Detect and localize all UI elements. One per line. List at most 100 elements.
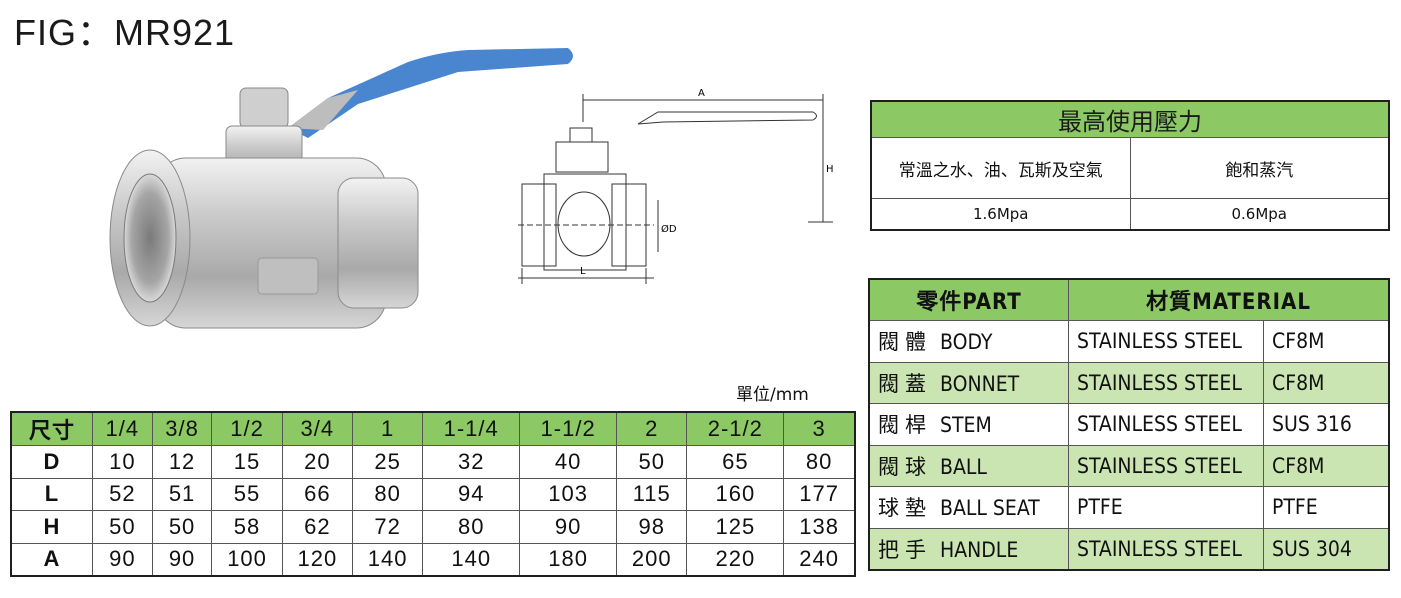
size-cell: 3 [783,411,856,446]
value-cell: 80 [783,445,856,479]
part-zh: 閥 球 [878,454,926,479]
value-cell: 90 [519,510,618,544]
value-cell: 65 [686,445,785,479]
value-cell: 98 [616,510,688,544]
material-name: STAINLESS STEEL [1068,444,1264,487]
value-cell: 100 [211,542,283,577]
dimension-header-row: 尺寸 1/4 3/8 1/2 3/4 1 1-1/4 1-1/2 2 2-1/2… [10,411,856,446]
size-cell: 3/8 [151,411,213,446]
materials-row: 把 手 HANDLE STAINLESS STEEL SUS 304 [868,527,1390,571]
value-cell: 80 [422,510,521,544]
dim-label-l: L [580,266,586,277]
part-en: HANDLE [940,537,1019,562]
material-name: STAINLESS STEEL [1068,361,1264,404]
size-cell: 2 [616,411,688,446]
material-grade: CF8M [1263,361,1390,404]
dimension-row-a: A 90 90 100 120 140 140 180 200 220 240 [10,542,856,577]
value-cell: 72 [351,510,424,544]
value-cell: 90 [151,542,213,577]
value-cell: 200 [616,542,688,577]
ball-valve-photo [109,48,573,329]
value-cell: 180 [519,542,618,577]
material-name: STAINLESS STEEL [1068,527,1264,571]
row-label: D [10,445,93,479]
size-cell: 2-1/2 [686,411,785,446]
pressure-col-steam: 飽和蒸汽 [1129,137,1390,199]
part-en: BALL [940,454,987,479]
value-cell: 160 [686,477,785,511]
value-cell: 115 [616,477,688,511]
value-cell: 40 [519,445,618,479]
dimension-row-l: L 52 51 55 66 80 94 103 115 160 177 [10,477,856,511]
dimension-table: 尺寸 1/4 3/8 1/2 3/4 1 1-1/4 1-1/2 2 2-1/2… [10,411,856,577]
value-cell: 20 [281,445,353,479]
part-zh: 閥 體 [878,330,926,355]
size-cell: 1-1/4 [422,411,521,446]
pressure-val-steam: 0.6Mpa [1129,198,1390,231]
dimension-row-d: D 10 12 15 20 25 32 40 50 65 80 [10,445,856,479]
size-cell: 3/4 [281,411,353,446]
part-zh: 閥 桿 [878,413,926,438]
value-cell: 50 [151,510,213,544]
valve-dimension-drawing: A H ØD L [518,88,834,284]
material-grade: SUS 316 [1263,403,1390,446]
value-cell: 12 [151,445,213,479]
value-cell: 103 [519,477,618,511]
dimension-header-label: 尺寸 [10,411,93,446]
value-cell: 66 [281,477,353,511]
materials-header-part: 零件PART [868,278,1069,321]
value-cell: 50 [92,510,153,544]
material-grade: SUS 304 [1263,527,1390,571]
value-cell: 125 [686,510,785,544]
pressure-col-water: 常溫之水、油、瓦斯及空氣 [870,137,1131,199]
value-cell: 94 [422,477,521,511]
material-grade: CF8M [1263,320,1390,363]
value-cell: 240 [783,542,856,577]
value-cell: 52 [92,477,153,511]
material-grade: PTFE [1263,486,1390,529]
unit-label: 單位/mm [736,385,809,405]
part-zh: 把 手 [878,537,926,562]
value-cell: 55 [211,477,283,511]
value-cell: 140 [422,542,521,577]
part-en: BONNET [940,371,1020,396]
material-name: STAINLESS STEEL [1068,403,1264,446]
value-cell: 15 [211,445,283,479]
value-cell: 220 [686,542,785,577]
dim-label-a: A [698,88,705,99]
size-cell: 1/4 [92,411,153,446]
value-cell: 177 [783,477,856,511]
materials-row: 閥 球 BALL STAINLESS STEEL CF8M [868,444,1390,487]
value-cell: 51 [151,477,213,511]
figure-title: FIG：MR921 [14,12,236,53]
part-en: BALL SEAT [940,496,1040,521]
material-name: PTFE [1068,486,1264,529]
value-cell: 138 [783,510,856,544]
value-cell: 62 [281,510,353,544]
dimension-row-h: H 50 50 58 62 72 80 90 98 125 138 [10,510,856,544]
pressure-header: 最高使用壓力 [870,100,1390,138]
part-en: STEM [940,413,992,438]
value-cell: 80 [351,477,424,511]
material-grade: CF8M [1263,444,1390,487]
value-cell: 50 [616,445,688,479]
materials-header-material: 材質MATERIAL [1068,278,1390,321]
value-cell: 10 [92,445,153,479]
value-cell: 120 [281,542,353,577]
value-cell: 90 [92,542,153,577]
value-cell: 32 [422,445,521,479]
part-zh: 閥 蓋 [878,371,926,396]
pressure-val-water: 1.6Mpa [870,198,1131,231]
part-zh: 球 墊 [878,496,926,521]
size-cell: 1 [351,411,424,446]
dim-label-d: ØD [661,223,677,235]
row-label: L [10,477,93,511]
value-cell: 58 [211,510,283,544]
dim-label-h: H [826,164,834,175]
row-label: H [10,510,93,544]
material-name: STAINLESS STEEL [1068,320,1264,363]
row-label: A [10,542,93,577]
materials-row: 閥 桿 STEM STAINLESS STEEL SUS 316 [868,403,1390,446]
